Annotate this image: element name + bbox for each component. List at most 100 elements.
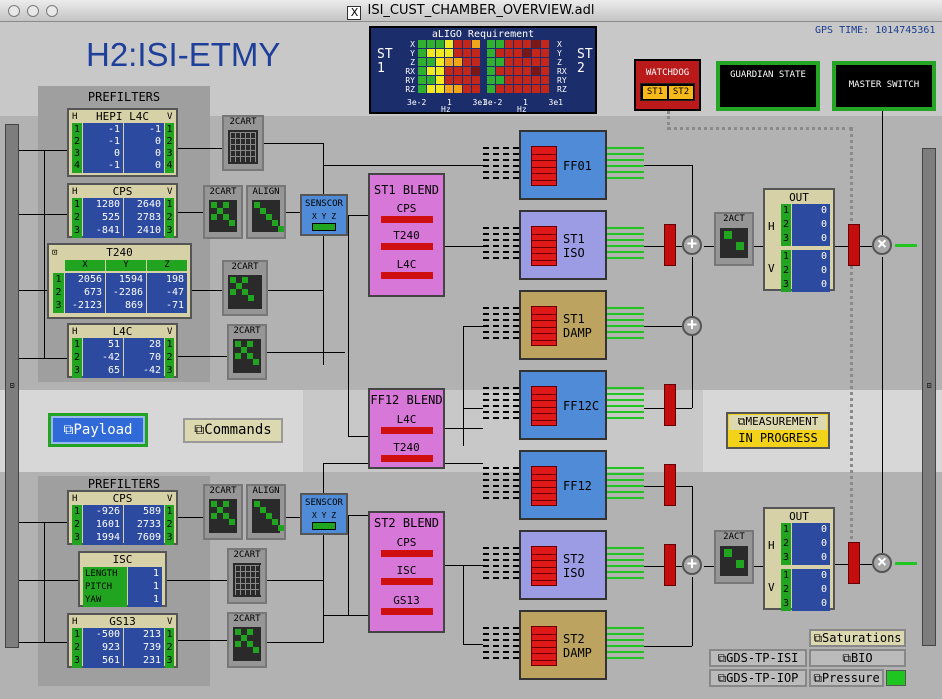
st1-damp-filter[interactable]: ST1 DAMP <box>519 290 607 360</box>
ff12-blend-panel[interactable]: FF12 BLEND L4C T240 <box>368 388 445 469</box>
t240-menu-icon[interactable]: ⊡ <box>52 248 58 258</box>
v-value: 2640 <box>124 198 164 212</box>
st1-red-switch[interactable] <box>664 224 676 266</box>
master-switch-panel[interactable]: MASTER SWITCH <box>832 61 936 111</box>
matrix-icon <box>228 130 258 164</box>
isc-value: 1 <box>128 580 162 594</box>
close-window-icon[interactable] <box>8 5 20 17</box>
h-value: -926 <box>83 505 123 519</box>
ff01-filter[interactable]: FF01 <box>519 130 607 200</box>
cart-cps-bottom-button[interactable]: 2CART <box>203 484 243 540</box>
right-sidebar[interactable]: ⊡ <box>922 148 936 646</box>
out-index: 1 <box>781 523 791 537</box>
window-icon: ⧉ <box>63 422 74 438</box>
requirement-cell <box>436 58 444 66</box>
cart-t240-button[interactable]: 2CART <box>222 260 268 316</box>
matrix-icon <box>233 563 261 597</box>
requirement-cell <box>454 85 462 93</box>
out-index: 2 <box>781 218 791 232</box>
minimize-window-icon[interactable] <box>27 5 39 17</box>
st1-blend-l4c-bar <box>381 272 433 279</box>
pressure-button[interactable]: ⧉Pressure <box>809 669 884 687</box>
align-bottom-button[interactable]: ALIGN <box>246 484 286 540</box>
act-top-button[interactable]: 2ACT <box>714 212 754 266</box>
watchdog-st1[interactable]: ST1 <box>643 86 667 99</box>
requirement-cell <box>445 58 453 66</box>
requirement-cell <box>445 40 453 48</box>
requirement-cell <box>454 67 462 75</box>
ff12c-red-switch[interactable] <box>664 384 676 426</box>
row-index: 2 <box>72 211 82 225</box>
st2-blend-panel[interactable]: ST2 BLEND CPS ISC GS13 <box>368 511 445 633</box>
t240-value: 1594 <box>106 273 146 287</box>
t240-value: 869 <box>106 299 146 313</box>
left-sidebar[interactable]: ⊡ <box>5 124 19 648</box>
out-bottom-red-switch[interactable] <box>848 542 860 584</box>
measurement-status[interactable]: ⧉MEASUREMENT IN PROGRESS <box>726 412 830 449</box>
requirement-cell <box>463 76 471 84</box>
out-bottom-switch-icon: × <box>872 553 892 573</box>
out-top-red-switch[interactable] <box>848 224 860 266</box>
cart-l4c-button[interactable]: 2CART <box>227 324 267 380</box>
cart-cps-top-button[interactable]: 2CART <box>203 185 243 239</box>
gds-tp-iop-button[interactable]: ⧉GDS-TP-IOP <box>709 669 807 687</box>
align-top-button[interactable]: ALIGN <box>246 185 286 239</box>
act-bottom-button[interactable]: 2ACT <box>714 530 754 584</box>
cart-isc-button[interactable]: 2CART <box>227 548 267 604</box>
filter-label: FF01 <box>563 159 592 173</box>
cart-hepi-button[interactable]: 2CART <box>222 115 264 171</box>
v-value: -1 <box>124 123 164 137</box>
cart-gs13-button[interactable]: 2CART <box>227 612 267 668</box>
matrix-icon <box>252 499 284 533</box>
requirement-cell <box>496 58 504 66</box>
watchdog-panel[interactable]: WATCHDOG ST1 ST2 <box>634 59 701 111</box>
saturations-button[interactable]: ⧉Saturations <box>809 629 906 647</box>
requirement-cell <box>505 67 513 75</box>
requirement-cell <box>532 85 540 93</box>
out-value: 0 <box>792 264 830 278</box>
st2-damp-filter[interactable]: ST2 DAMP <box>519 610 607 680</box>
h-value: -1 <box>83 135 123 149</box>
out-index: 3 <box>781 597 791 611</box>
ff12-filter[interactable]: FF12 <box>519 450 607 520</box>
senscor-bottom-button[interactable]: SENSCOR X Y Z <box>300 493 348 535</box>
requirement-cell <box>472 49 480 57</box>
out-index: 1 <box>781 250 791 264</box>
gds-tp-isi-button[interactable]: ⧉GDS-TP-ISI <box>709 649 807 667</box>
watchdog-st2[interactable]: ST2 <box>669 86 693 99</box>
ff12c-filter[interactable]: FF12C <box>519 370 607 440</box>
bio-button[interactable]: ⧉BIO <box>809 649 906 667</box>
st2-iso-filter[interactable]: ST2 ISO <box>519 530 607 600</box>
out-value: 0 <box>792 218 830 232</box>
guardian-state-panel[interactable]: GUARDIAN STATE <box>716 61 820 111</box>
commands-button[interactable]: ⧉Commands <box>183 418 283 443</box>
requirement-cell <box>445 76 453 84</box>
requirement-cell <box>436 76 444 84</box>
row-index: 1 <box>72 123 82 137</box>
zoom-window-icon[interactable] <box>46 5 58 17</box>
st1-label: ST 1 <box>377 47 393 76</box>
out-index: 2 <box>781 537 791 551</box>
senscor-top-button[interactable]: SENSCOR X Y Z <box>300 194 348 236</box>
pressure-indicator <box>886 670 906 686</box>
st1-iso-filter[interactable]: ST1 ISO <box>519 210 607 280</box>
requirement-cell <box>427 85 435 93</box>
st1-blend-t240-bar <box>381 243 433 250</box>
st2-red-switch[interactable] <box>664 544 676 586</box>
requirement-cell <box>463 49 471 57</box>
isc-value: 1 <box>128 593 162 607</box>
payload-button[interactable]: ⧉Payload <box>51 416 145 444</box>
ff12-red-switch[interactable] <box>664 464 676 506</box>
st1-blend-panel[interactable]: ST1 BLEND CPS T240 L4C <box>368 173 445 297</box>
